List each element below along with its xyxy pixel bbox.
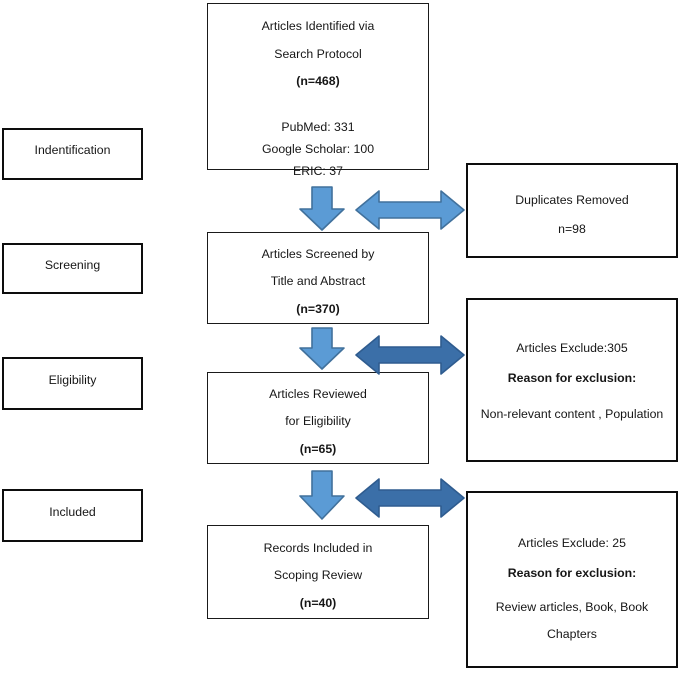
flow-box-articles-screened: Articles Screened by Title and Abstract … (207, 232, 429, 324)
exclusion-line-reason: Review articles, Book, Book (495, 600, 649, 614)
flow-line-count: (n=468) (296, 74, 340, 88)
stage-label-eligibility: Eligibility (2, 357, 143, 410)
exclusion-line-count: Articles Exclude:305 (516, 341, 628, 355)
double-arrow-icon-3 (355, 477, 465, 519)
exclusion-line: Duplicates Removed (515, 193, 629, 207)
flow-line: Articles Identified via (261, 19, 375, 33)
stage-label-text: Screening (44, 257, 101, 272)
flow-line: Search Protocol (274, 47, 362, 61)
exclusion-line-reason: Chapters (547, 627, 597, 641)
flow-line: Records Included in (263, 541, 373, 555)
flow-box-records-included: Records Included in Scoping Review (n=40… (207, 525, 429, 619)
stage-label-text: Included (49, 504, 96, 519)
stage-label-included: Included (2, 489, 143, 542)
exclusion-line-reason-heading: Reason for exclusion: (507, 566, 637, 580)
stage-label-text: Indentification (34, 143, 111, 157)
flow-line: Title and Abstract (270, 274, 366, 288)
double-arrow-icon-2 (355, 334, 465, 376)
flow-line-spacer (208, 94, 428, 116)
stage-label-identification: Indentification (2, 128, 143, 180)
flow-line-count: (n=370) (296, 302, 340, 316)
exclusion-line-reason: Non-relevant content , Population (480, 407, 664, 421)
exclusion-box-screening-excluded: Articles Exclude:305 Reason for exclusio… (466, 298, 678, 462)
double-arrow-icon-1 (355, 189, 465, 231)
down-arrow-icon-3 (299, 470, 345, 520)
flow-line: for Eligibility (285, 414, 351, 428)
exclusion-box-duplicates-removed: Duplicates Removed n=98 (466, 163, 678, 258)
exclusion-line-count: Articles Exclude: 25 (518, 536, 626, 550)
exclusion-line-count: n=98 (558, 222, 586, 236)
flow-line-count: (n=40) (299, 596, 337, 610)
stage-label-screening: Screening (2, 243, 143, 294)
down-arrow-icon-1 (299, 186, 345, 231)
exclusion-line-reason-heading: Reason for exclusion: (507, 371, 637, 385)
flow-line-source: ERIC: 37 (293, 164, 343, 178)
down-arrow-icon-2 (299, 327, 345, 370)
flow-line: Scoping Review (273, 568, 363, 582)
flow-line: Articles Screened by (261, 247, 375, 261)
flow-line: Articles Reviewed (269, 387, 367, 401)
flow-box-articles-reviewed: Articles Reviewed for Eligibility (n=65) (207, 372, 429, 464)
flow-line-source: Google Scholar: 100 (261, 142, 375, 156)
exclusion-box-eligibility-excluded: Articles Exclude: 25 Reason for exclusio… (466, 491, 678, 668)
flow-box-articles-identified: Articles Identified via Search Protocol … (207, 3, 429, 178)
stage-label-text: Eligibility (48, 372, 97, 387)
flow-line-count: (n=65) (299, 442, 337, 456)
flow-line-source: PubMed: 331 (281, 120, 355, 134)
